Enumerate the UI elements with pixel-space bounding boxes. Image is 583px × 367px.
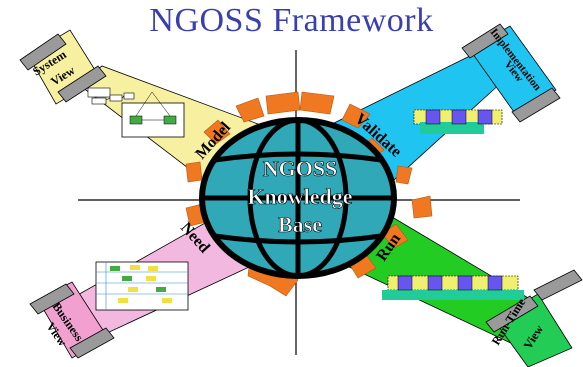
page-title: NGOSS Framework (149, 2, 434, 39)
center-label-line3: Base (278, 212, 322, 237)
implementation-view-projector (461, 23, 561, 123)
system-model-thumbnail (87, 87, 185, 138)
globe-icon (199, 117, 397, 279)
center-label-line1: NGOSS (263, 156, 338, 181)
business-process-thumbnail (95, 261, 189, 311)
runtime-thumbnail (382, 275, 524, 300)
system-view-projector (19, 29, 107, 105)
center-label-line2: Knowledge (247, 184, 352, 209)
business-view-projector (29, 281, 115, 359)
implementation-thumbnail (413, 109, 503, 134)
runtime-view-projector (485, 269, 583, 367)
